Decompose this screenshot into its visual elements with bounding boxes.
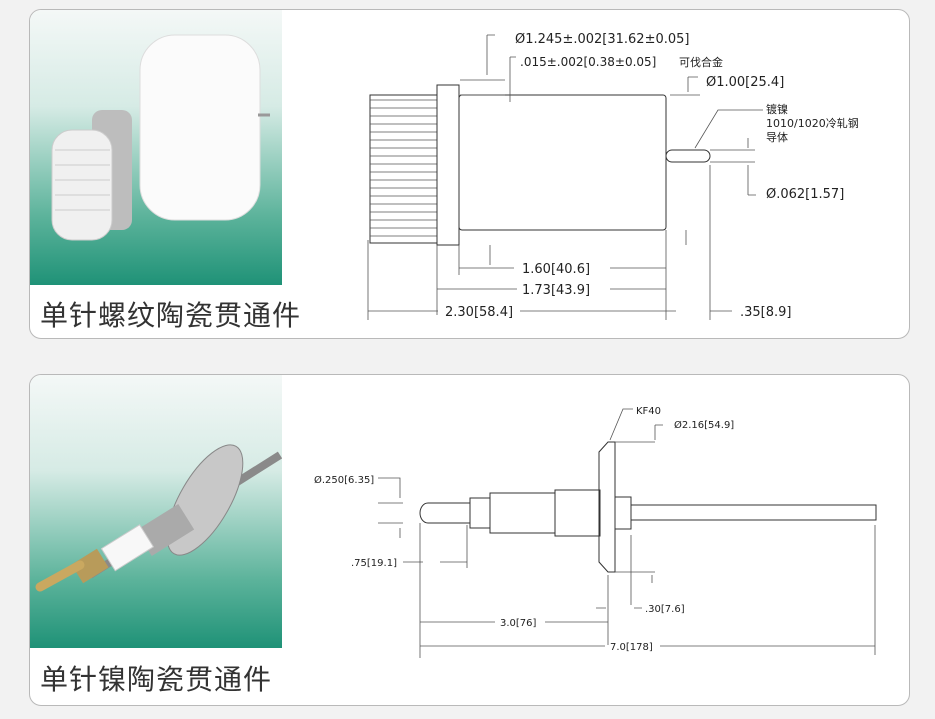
- product-photo-threaded: [30, 10, 282, 285]
- threaded-feedthrough-image: [51, 34, 270, 241]
- product-title: 单针镍陶瓷贯通件: [40, 663, 273, 696]
- product-title: 单针螺纹陶瓷贯通件: [40, 299, 302, 332]
- product-card-threaded: 单针螺纹陶瓷贯通件: [29, 9, 910, 339]
- nickel-feedthrough-image: [35, 444, 282, 592]
- product-card-nickel: 单针镍陶瓷贯通件: [29, 374, 910, 706]
- product-photo-nickel: [30, 375, 282, 648]
